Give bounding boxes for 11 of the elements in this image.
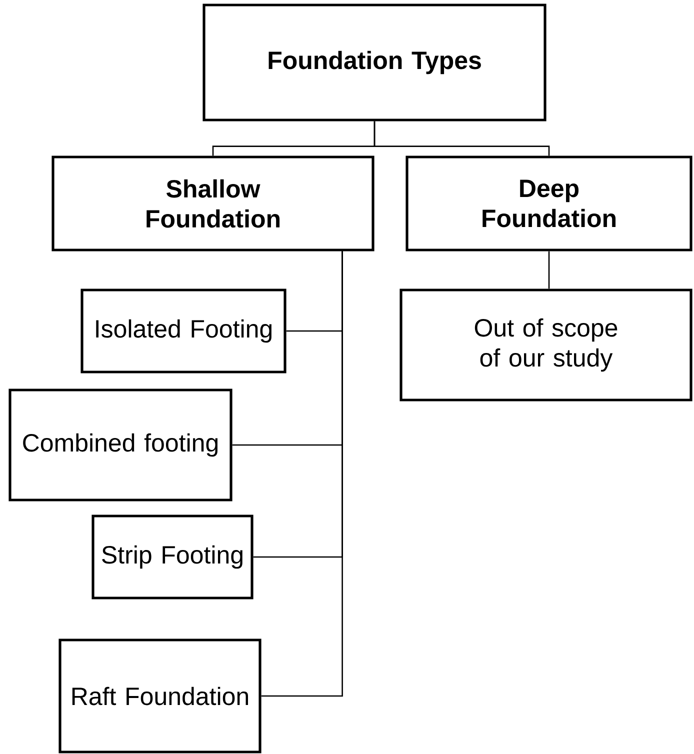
- type-box: Out of scope of our study: [400, 288, 692, 402]
- category-box: Foundation Types: [202, 4, 546, 122]
- connector: [374, 121, 550, 156]
- type-box: Combined footing: [8, 388, 232, 502]
- type-box: Raft Foundation: [58, 638, 262, 754]
- type-box: Strip Footing: [92, 514, 254, 600]
- category-box: Deep Foundation: [406, 156, 692, 252]
- type-box: Isolated Footing: [80, 288, 286, 374]
- connector: [261, 251, 343, 697]
- category-box: Shallow Foundation: [52, 156, 374, 252]
- connector: [548, 251, 550, 289]
